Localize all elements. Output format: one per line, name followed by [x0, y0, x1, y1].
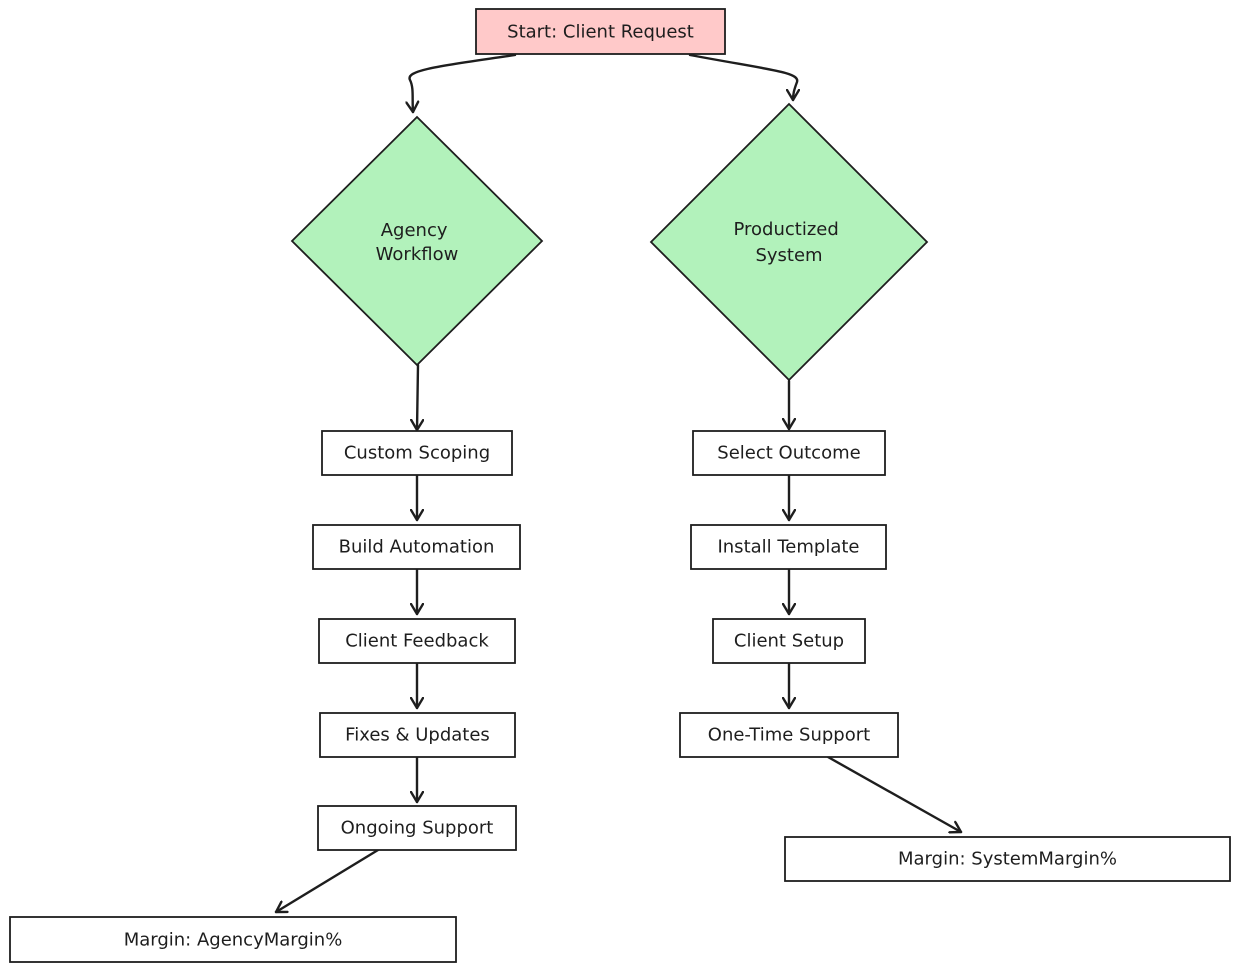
start-node[interactable]: Start: Client Request	[475, 8, 726, 55]
step-client-feedback-label: Client Feedback	[345, 631, 489, 652]
step-fixes-updates-label: Fixes & Updates	[345, 725, 490, 746]
system-margin-result[interactable]: Margin: SystemMargin%	[784, 836, 1231, 882]
productized-system-label-line-1: Productized	[733, 219, 838, 240]
step-build-automation[interactable]: Build Automation	[312, 524, 521, 570]
step-ongoing-support-label: Ongoing Support	[341, 818, 494, 839]
edge-agency-to-custom-scoping	[417, 363, 418, 432]
step-custom-scoping-label: Custom Scoping	[344, 443, 490, 464]
step-one-time-support-label: One-Time Support	[708, 725, 870, 746]
step-install-template[interactable]: Install Template	[690, 524, 887, 570]
agency-workflow-decision[interactable]: Agency Workflow	[290, 115, 544, 367]
edge-one-time-support-to-system-margin	[826, 755, 963, 832]
edge-start-to-agency	[410, 53, 517, 114]
edge-start-to-productized	[688, 53, 797, 102]
step-install-template-label: Install Template	[717, 537, 859, 558]
start-node-label: Start: Client Request	[507, 22, 694, 43]
step-fixes-updates[interactable]: Fixes & Updates	[319, 712, 516, 758]
productized-system-label-line-2: System	[755, 245, 822, 266]
step-ongoing-support[interactable]: Ongoing Support	[317, 805, 517, 851]
step-select-outcome-label: Select Outcome	[717, 443, 860, 464]
system-margin-label: Margin: SystemMargin%	[898, 849, 1117, 870]
agency-workflow-label-line-1: Agency	[381, 220, 448, 241]
step-client-setup[interactable]: Client Setup	[712, 618, 866, 664]
step-one-time-support[interactable]: One-Time Support	[679, 712, 899, 758]
productized-system-label: Productized System	[733, 219, 844, 266]
step-select-outcome[interactable]: Select Outcome	[692, 430, 886, 476]
agency-margin-label: Margin: AgencyMargin%	[124, 930, 343, 951]
edge-ongoing-support-to-agency-margin	[274, 848, 380, 914]
step-client-setup-label: Client Setup	[734, 631, 844, 652]
agency-margin-result[interactable]: Margin: AgencyMargin%	[9, 916, 457, 963]
step-build-automation-label: Build Automation	[339, 537, 495, 558]
productized-system-decision[interactable]: Productized System	[649, 102, 929, 382]
step-custom-scoping[interactable]: Custom Scoping	[321, 430, 513, 476]
agency-workflow-label-line-2: Workflow	[376, 244, 459, 265]
agency-workflow-label: Agency Workflow	[376, 220, 459, 265]
step-client-feedback[interactable]: Client Feedback	[318, 618, 516, 664]
